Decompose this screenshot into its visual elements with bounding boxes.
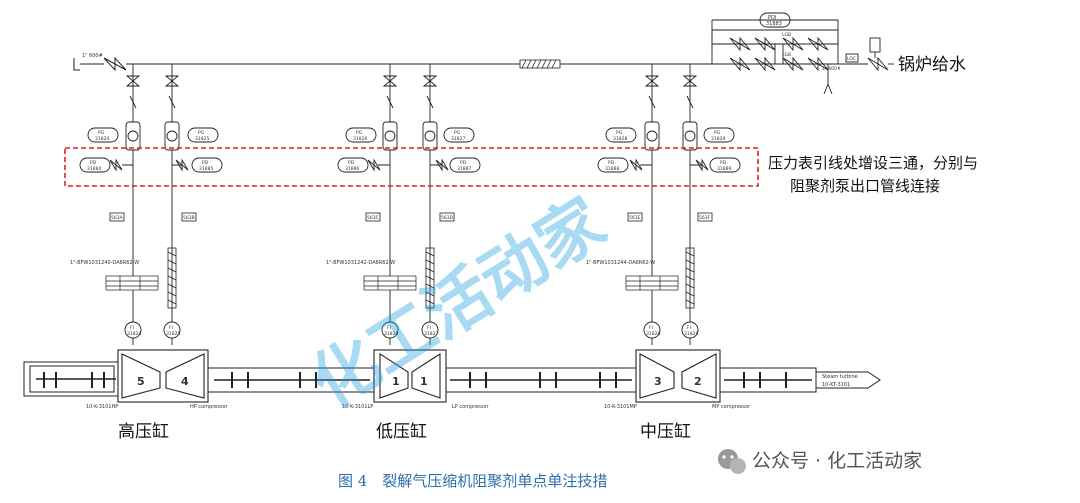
lp-compressor-tag: 10-K-3101LP — [342, 404, 373, 410]
gauge-housings — [125, 121, 698, 151]
tag-563d: 563D — [441, 215, 454, 221]
pd-left-a-tag: PD — [90, 160, 97, 166]
pd-mid-a-no: 31886 — [345, 166, 359, 172]
inlet-line-size: 1" 600# — [822, 66, 841, 72]
pg-right-b-no: 31829 — [711, 136, 725, 142]
branch-lines — [132, 64, 691, 345]
stage-number-3: 3 — [654, 375, 662, 388]
mp-compressor-name: MP compressor — [712, 404, 751, 410]
pdi-tag: PDI — [768, 15, 776, 21]
pd-left-b-tag: PD — [202, 160, 209, 166]
tag-563b: 563B — [183, 215, 195, 221]
tag-563f: 563F — [699, 215, 711, 221]
lp-cylinder-label: 低压缸 — [376, 421, 427, 442]
hp-compressor-casing — [117, 349, 209, 403]
fi-bubbles — [124, 321, 699, 339]
fi-left-a-no: 31824 — [127, 331, 141, 337]
mp-compressor-tag: 10-K-3101MP — [604, 404, 637, 410]
tag-563a: 563A — [111, 215, 124, 221]
fi-mid-a-tag: FI — [387, 325, 391, 331]
tag-563e: 563E — [629, 215, 641, 221]
fi-left-b-tag: FI — [169, 325, 173, 331]
hp-compressor-name: HP compressor — [190, 404, 229, 410]
instrument-tables — [105, 275, 679, 291]
pg-left-a-tag: PG — [98, 130, 105, 136]
mp-cylinder-label: 中压缸 — [640, 421, 691, 442]
pd-mid-b-tag: PD — [460, 160, 467, 166]
pdi-unit: LGB — [782, 32, 791, 38]
pd-right-b-tag: PD — [720, 160, 727, 166]
figure-caption: 图 4 裂解气压缩机阻聚剂单点单注技措 — [338, 472, 607, 490]
pg-left-a-no: 31824 — [95, 136, 109, 142]
boiler-feed-inlet — [840, 37, 894, 72]
pg-right-a-no: 31828 — [613, 136, 627, 142]
lp-compressor-name: LP compressor — [452, 404, 490, 410]
wechat-icon — [718, 449, 746, 474]
watermark-overlay: 化工活动家 — [298, 183, 619, 423]
pd-left-a-no: 31884 — [87, 166, 101, 172]
annotation-line2: 阻聚剂泵出口管线连接 — [790, 177, 940, 195]
stage-number-1a: 1 — [392, 375, 400, 388]
pg-mid-b-tag: PG — [454, 130, 461, 136]
pd-right-a-no: 31888 — [605, 166, 619, 172]
hp-compressor-tag: 10-K-3101HP — [86, 404, 118, 410]
pg-mid-b-no: 31827 — [451, 136, 465, 142]
tag-563c: 563C — [367, 215, 379, 221]
boiler-feed-water-label: 锅炉给水 — [898, 55, 966, 75]
line-number-left: 1"-BFW1031240-DA6R62-W — [70, 260, 139, 266]
lp-compressor-casing — [373, 349, 447, 403]
gate-valve — [103, 56, 127, 72]
pd-left-b-no: 31885 — [199, 166, 213, 172]
steam-turbine-label: Steam turbine — [822, 374, 858, 380]
inlet-loc-tag: LOC — [847, 56, 856, 62]
main-header-line — [73, 58, 840, 71]
pg-right-a-tag: PG — [616, 130, 623, 136]
stage-number-5: 5 — [137, 375, 145, 388]
hatched-pipe-section — [519, 59, 561, 69]
pdi-number: 31883 — [766, 21, 782, 27]
pg-left-b-no: 31825 — [195, 136, 209, 142]
fi-left-b-no: 31825 — [166, 331, 180, 337]
line-number-mid: 1"-BFW1031242-DA6R62-W — [326, 260, 395, 266]
fi-mid-b-no: 31827 — [424, 331, 438, 337]
pg-left-b-tag: PG — [198, 130, 205, 136]
pdi-unit-lower: LGB — [782, 52, 791, 58]
pd-right-a-tag: PD — [608, 160, 615, 166]
pd-right-b-no: 31889 — [717, 166, 731, 172]
pd-mid-b-no: 31887 — [457, 166, 471, 172]
wechat-brand-text: 公众号 · 化工活动家 — [752, 450, 922, 472]
main-line-size-label: 1" 600# — [82, 53, 103, 59]
upper-tag-boxes — [109, 212, 713, 222]
fi-right-a-no: 31828 — [646, 331, 660, 337]
fi-left-a-tag: FI — [130, 325, 134, 331]
fi-mid-b-tag: FI — [427, 325, 431, 331]
stage-number-1b: 1 — [420, 375, 428, 388]
branch-valves — [125, 75, 698, 109]
hp-cylinder-label: 高压缸 — [118, 421, 169, 442]
pg-bubbles — [87, 127, 735, 143]
flexible-hoses — [167, 247, 695, 309]
highlight-dashed-box — [64, 147, 759, 187]
annotation-line1: 压力表引线处增设三通，分别与 — [768, 154, 978, 172]
stage-number-2: 2 — [694, 375, 702, 388]
stage-number-4: 4 — [181, 375, 189, 388]
pg-right-b-tag: PG — [714, 130, 721, 136]
line-number-right: 1"-BFW1031244-DA6R62-W — [586, 260, 655, 266]
pd-mid-a-tag: PD — [348, 160, 355, 166]
fi-mid-a-no: 31826 — [384, 331, 398, 337]
pdi-manifold — [711, 12, 839, 95]
fi-right-a-tag: FI — [649, 325, 653, 331]
pd-bubbles — [79, 157, 741, 173]
fi-right-b-no: 31829 — [684, 331, 698, 337]
fi-right-b-tag: FI — [687, 325, 691, 331]
pd-tee-branches — [109, 158, 709, 172]
mp-compressor-casing — [635, 349, 721, 403]
steam-turbine-tag: 10-KT-3101 — [822, 382, 850, 388]
pg-mid-a-no: 31826 — [353, 136, 367, 142]
pg-mid-a-tag: PG — [356, 130, 363, 136]
